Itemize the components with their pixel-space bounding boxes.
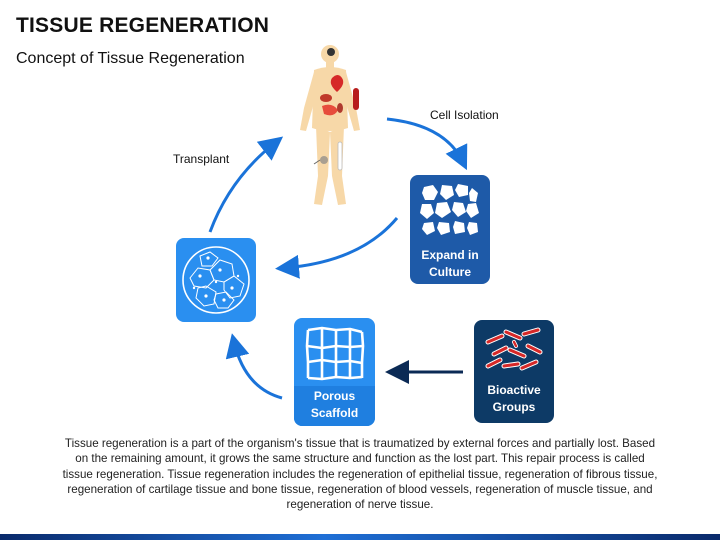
scaffold-to-graft-arrow <box>225 333 283 400</box>
cell-isolation-arrow <box>386 117 468 171</box>
transplant-label: Transplant <box>173 152 230 166</box>
bioactive-label-line2: Groups <box>492 400 536 414</box>
expand-in-culture-card: Expand in Culture <box>410 175 490 284</box>
page-title: TISSUE REGENERATION <box>16 14 270 37</box>
footer-bar <box>0 534 720 540</box>
cells-icon <box>420 184 479 235</box>
scaffold-label-line1: Porous <box>313 389 356 403</box>
transplant-arrow <box>208 136 284 233</box>
scaffold-icon <box>305 326 365 381</box>
expand-label-line2: Culture <box>429 265 471 279</box>
bioactive-label-line1: Bioactive <box>487 383 541 397</box>
bacteria-icon <box>485 327 543 371</box>
cell-graft-card <box>176 238 256 322</box>
expand-label-line1: Expand in <box>421 248 479 262</box>
bioactive-groups-card: Bioactive Groups <box>474 320 554 423</box>
description-paragraph: Tissue regeneration is a part of the org… <box>62 437 658 512</box>
cell-isolation-label: Cell Isolation <box>430 108 499 122</box>
human-body-icon <box>300 45 360 205</box>
page-subtitle: Concept of Tissue Regeneration <box>16 50 245 67</box>
scaffold-label-line2: Scaffold <box>310 406 359 420</box>
porous-scaffold-card: Porous Scaffold <box>294 318 375 426</box>
culture-to-graft-arrow <box>275 217 399 279</box>
cell-cluster-icon <box>182 246 250 314</box>
